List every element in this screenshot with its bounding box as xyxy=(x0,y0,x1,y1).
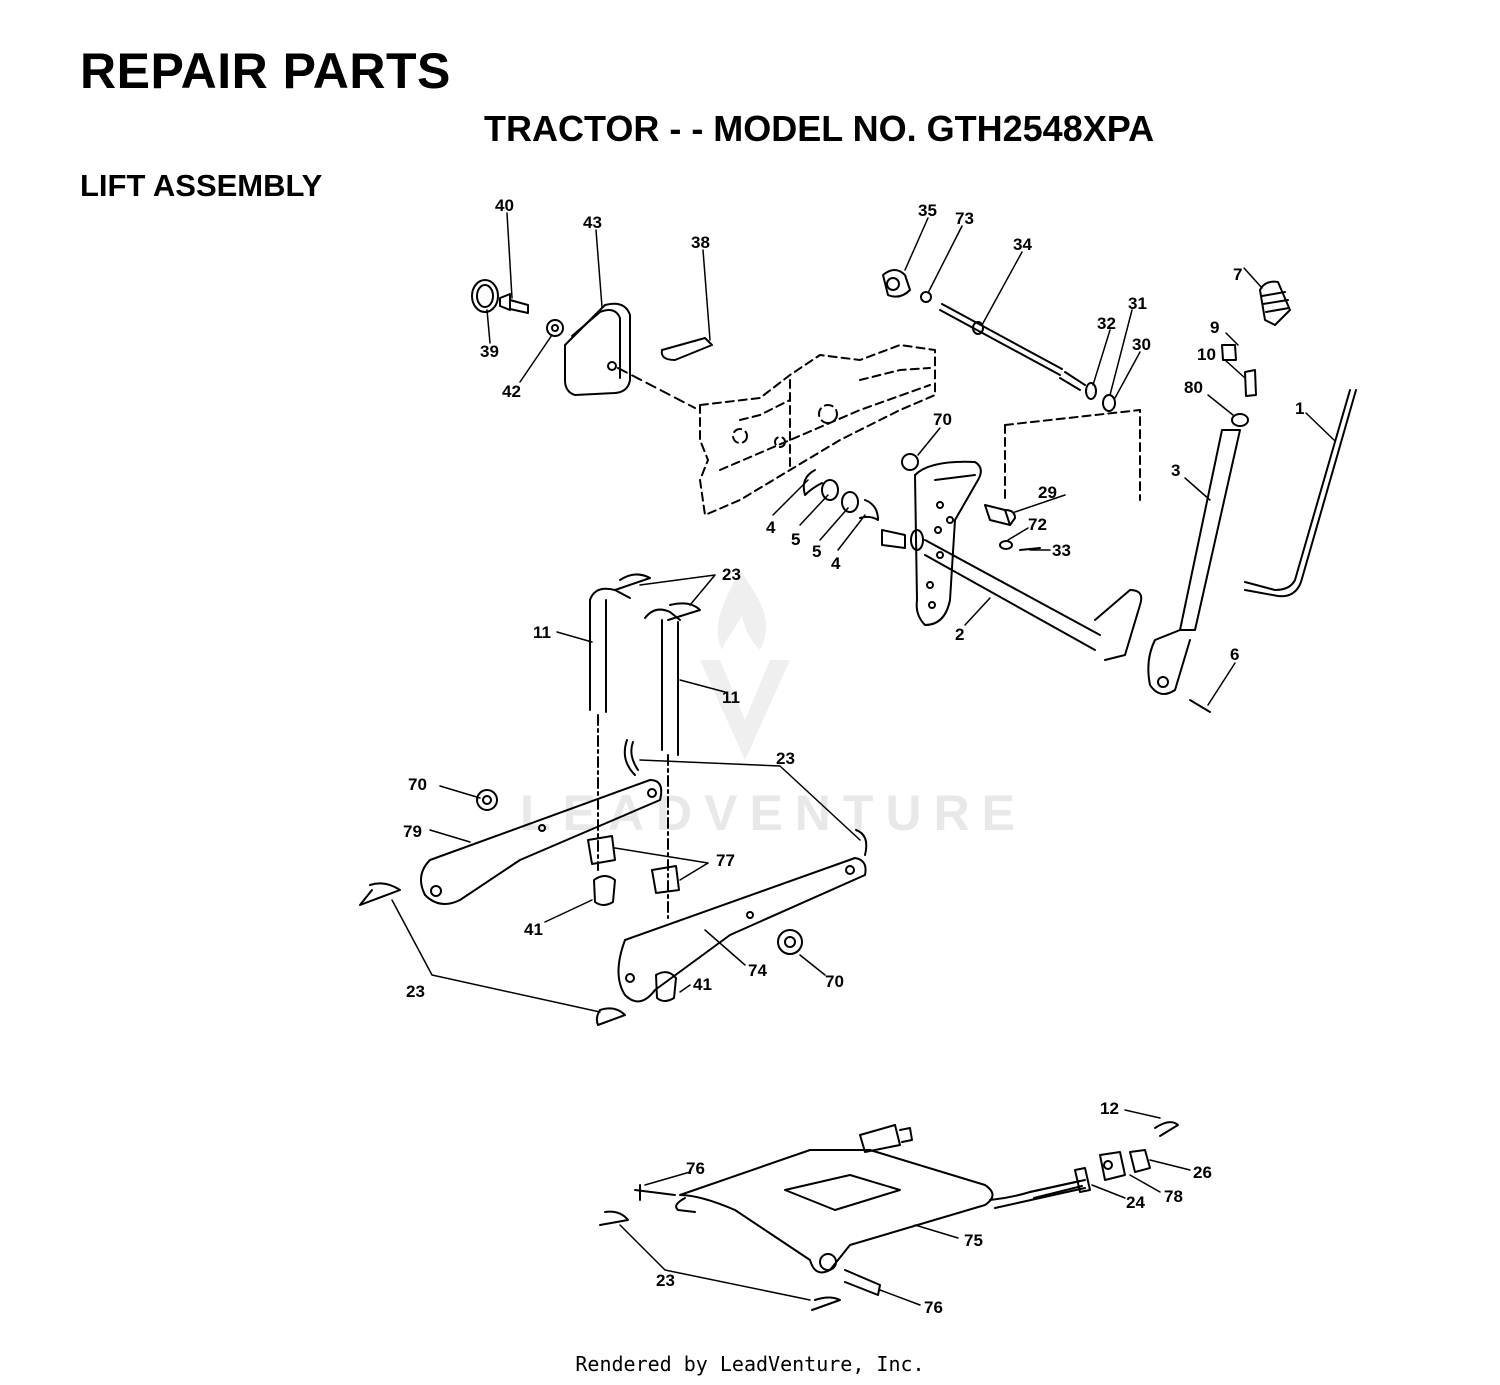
callout-70: 70 xyxy=(408,775,427,794)
watermark: LEADVENTURE xyxy=(520,570,1027,841)
callout-labels: 40 43 38 39 42 35 73 34 7 9 10 80 1 32 3… xyxy=(403,196,1304,1317)
callout-43: 43 xyxy=(583,213,602,232)
callout-70: 70 xyxy=(825,972,844,991)
callout-9: 9 xyxy=(1210,318,1219,337)
callout-23: 23 xyxy=(722,565,741,584)
section-title: LIFT ASSEMBLY xyxy=(80,168,323,203)
callout-23: 23 xyxy=(656,1271,675,1290)
callout-24: 24 xyxy=(1126,1193,1145,1212)
callout-41: 41 xyxy=(524,920,543,939)
callout-70: 70 xyxy=(933,410,952,429)
lift-shaft xyxy=(881,453,1143,661)
callout-3: 3 xyxy=(1171,461,1180,480)
frame-outline xyxy=(699,344,936,516)
callout-79: 79 xyxy=(403,822,422,841)
callout-73: 73 xyxy=(955,209,974,228)
callout-31: 31 xyxy=(1128,294,1147,313)
callout-34: 34 xyxy=(1013,235,1032,254)
callout-30: 30 xyxy=(1132,335,1151,354)
callout-77: 77 xyxy=(716,851,735,870)
callout-23: 23 xyxy=(776,749,795,768)
knob-assembly xyxy=(471,279,713,409)
callout-76: 76 xyxy=(686,1159,705,1178)
washer-stack xyxy=(802,469,879,521)
callout-39: 39 xyxy=(480,342,499,361)
callout-72: 72 xyxy=(1028,515,1047,534)
page-title: REPAIR PARTS xyxy=(80,43,451,99)
callout-23: 23 xyxy=(406,982,425,1001)
callout-12: 12 xyxy=(1100,1099,1119,1118)
callout-11: 11 xyxy=(722,688,740,707)
callout-4: 4 xyxy=(831,554,841,573)
callout-1: 1 xyxy=(1295,399,1304,418)
callout-40: 40 xyxy=(495,196,514,215)
callout-32: 32 xyxy=(1097,314,1116,333)
lift-links xyxy=(359,573,868,1026)
watermark-logo xyxy=(700,660,790,760)
callout-11: 11 xyxy=(533,623,551,642)
callout-26: 26 xyxy=(1193,1163,1212,1182)
callout-10: 10 xyxy=(1197,345,1216,364)
callout-75: 75 xyxy=(964,1231,983,1250)
callout-80: 80 xyxy=(1184,378,1203,397)
callout-5: 5 xyxy=(791,530,800,549)
callout-74: 74 xyxy=(748,961,767,980)
callout-2: 2 xyxy=(955,625,964,644)
callout-29: 29 xyxy=(1038,483,1057,502)
callout-5: 5 xyxy=(812,542,821,561)
leader-lines xyxy=(391,212,1335,1306)
adjustment-rod xyxy=(882,269,1141,501)
callout-6: 6 xyxy=(1230,645,1239,664)
callout-4: 4 xyxy=(766,518,776,537)
callout-41: 41 xyxy=(693,975,712,994)
callout-76: 76 xyxy=(924,1298,943,1317)
callout-7: 7 xyxy=(1233,265,1242,284)
watermark-text: LEADVENTURE xyxy=(520,785,1027,841)
model-subtitle: TRACTOR - - MODEL NO. GTH2548XPA xyxy=(484,108,1155,149)
footer-credit: Rendered by LeadVenture, Inc. xyxy=(575,1352,925,1376)
callout-33: 33 xyxy=(1052,541,1071,560)
lift-handle xyxy=(1147,280,1357,713)
hanger-bracket xyxy=(599,1121,1179,1311)
callout-78: 78 xyxy=(1164,1187,1183,1206)
watermark-flame xyxy=(717,570,767,650)
callout-42: 42 xyxy=(502,382,521,401)
callout-35: 35 xyxy=(918,201,937,220)
callout-38: 38 xyxy=(691,233,710,252)
